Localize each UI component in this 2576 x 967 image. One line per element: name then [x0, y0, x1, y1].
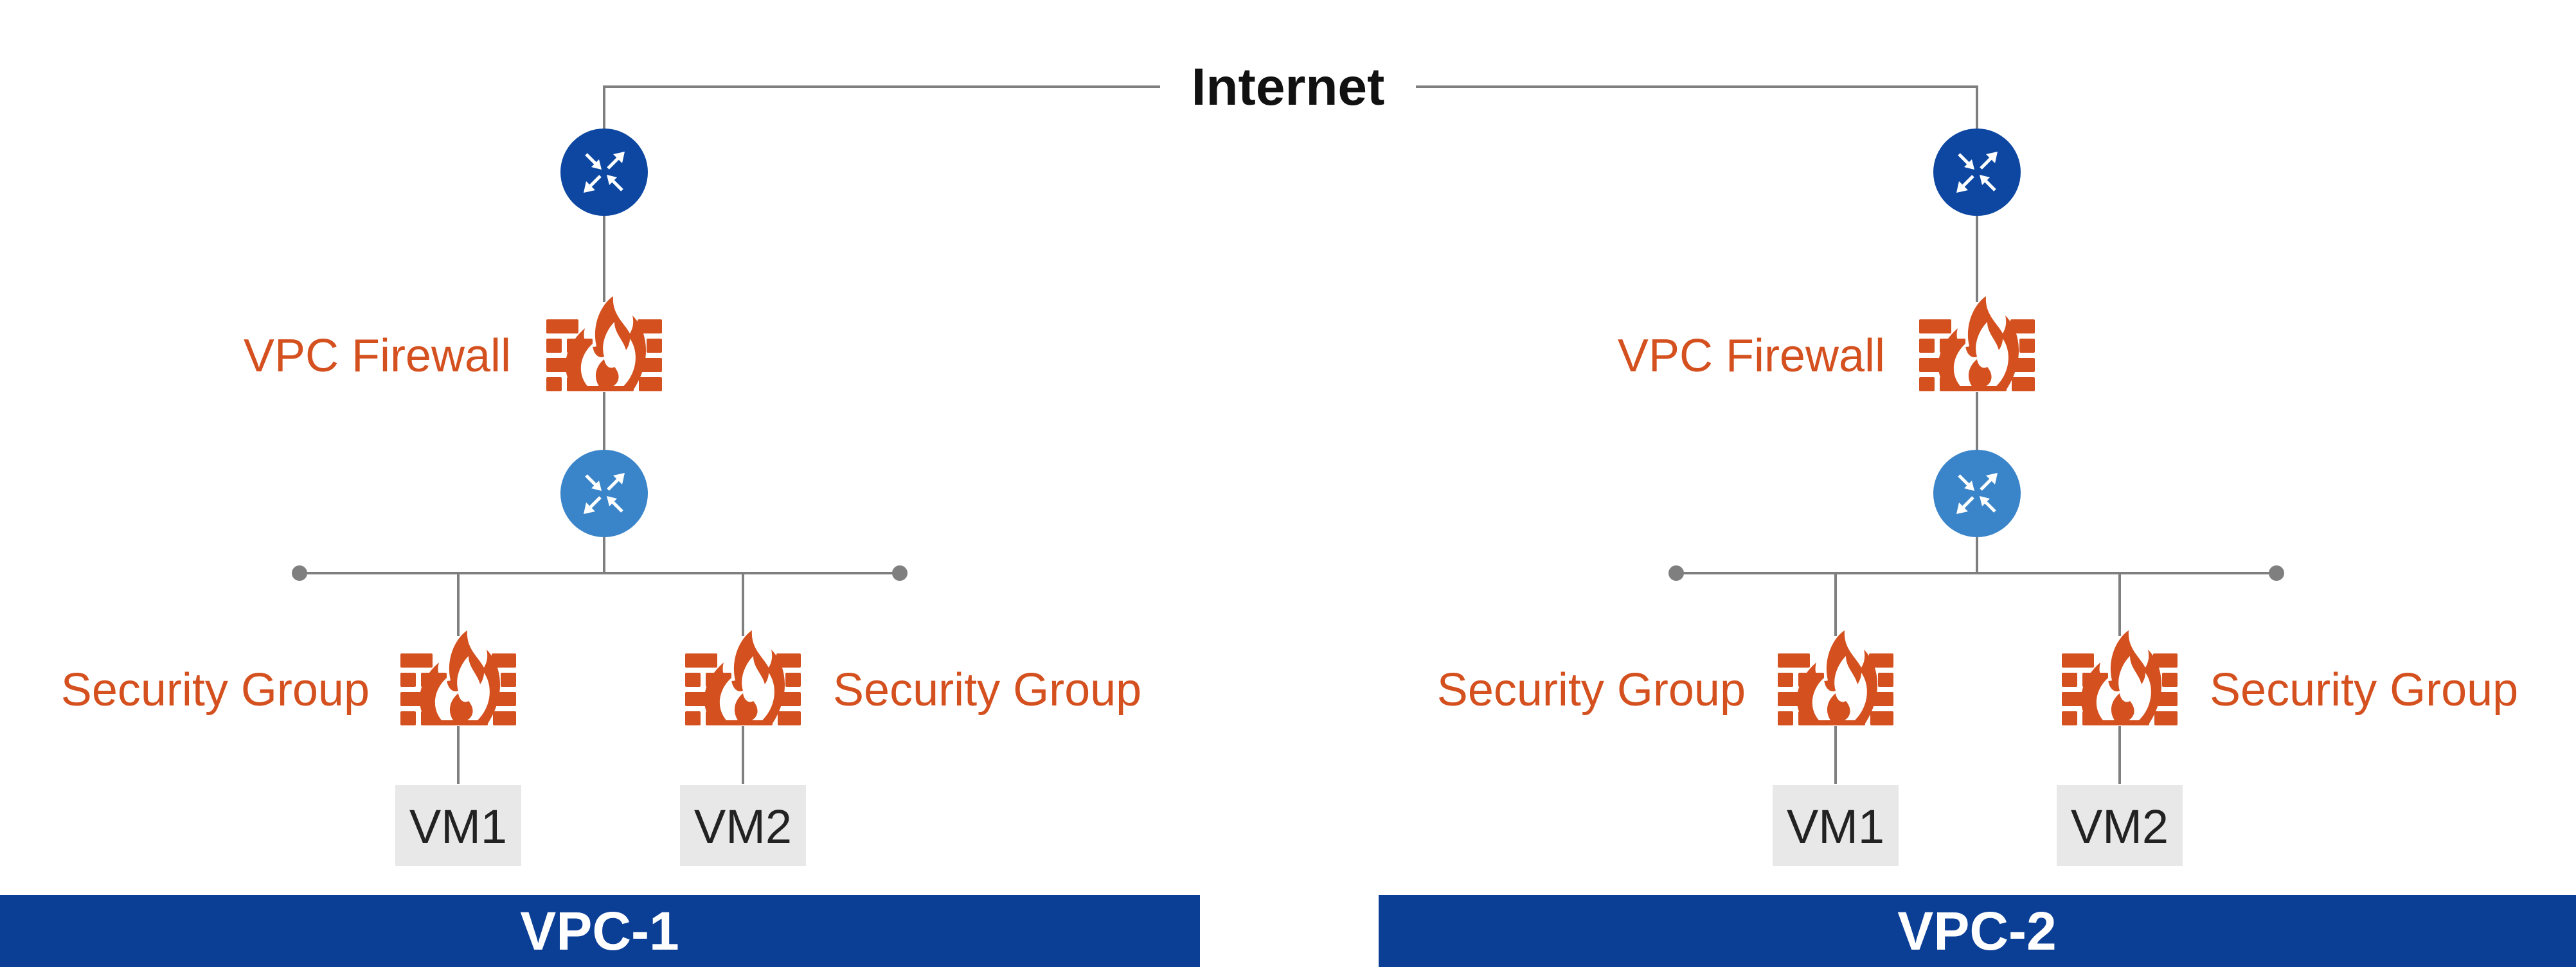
internet-link-vpc2	[1416, 85, 1978, 148]
security-group-label: Security Group	[2210, 664, 2518, 716]
firewall-icon	[2062, 630, 2178, 725]
firewall-icon	[400, 630, 516, 725]
internet-label: Internet	[1192, 58, 1385, 116]
vpc-firewall-label: VPC Firewall	[244, 330, 511, 382]
vm-label: VM2	[2071, 800, 2169, 853]
vm-box	[680, 785, 806, 866]
vpc-2-group: VM1 VM2 VPC Firewall Security Group Secu…	[1379, 85, 2576, 967]
bus-endpoint	[2269, 565, 2284, 581]
vpc-label: VPC-1	[520, 901, 679, 961]
internet-link-vpc1	[603, 85, 1160, 148]
bus-endpoint	[892, 565, 908, 581]
security-group-label: Security Group	[1437, 664, 1746, 716]
vm-box	[395, 785, 521, 866]
security-group-label: Security Group	[833, 664, 1141, 716]
router-icon	[560, 450, 648, 537]
firewall-icon	[1778, 630, 1893, 725]
vm-label: VM1	[409, 800, 507, 853]
router-icon	[1933, 450, 2021, 537]
bus-endpoint	[1668, 565, 1684, 581]
vpc-bar	[0, 895, 1200, 967]
vpc-firewall-label: VPC Firewall	[1618, 330, 1885, 382]
firewall-icon	[546, 296, 662, 391]
vm-label: VM2	[694, 800, 792, 853]
router-icon	[1933, 129, 2021, 216]
security-group-label: Security Group	[61, 664, 370, 716]
vpc-bar	[1379, 895, 2576, 967]
vpc-1-group: VM1 VM2 VPC Firewall Security Group Secu…	[0, 85, 1200, 967]
router-icon	[560, 129, 648, 216]
vm-label: VM1	[1787, 800, 1884, 853]
vm-box	[1773, 785, 1899, 866]
vm-box	[2057, 785, 2183, 866]
firewall-icon	[1919, 296, 2035, 391]
bus-endpoint	[292, 565, 307, 581]
vpc-label: VPC-2	[1897, 901, 2056, 961]
firewall-icon	[685, 630, 801, 725]
